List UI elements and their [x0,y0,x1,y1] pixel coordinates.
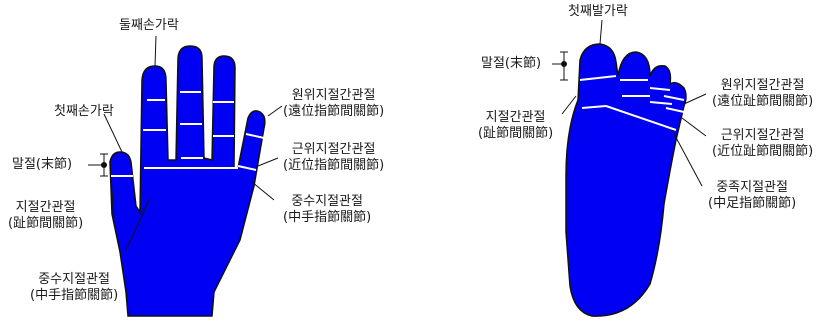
hand-dip-joint-hanja: (遠位指節間關節) [283,104,385,119]
hand-distal-phalanx-label: 말절(末節) [12,157,73,172]
hand-pip-joint-ko: 근위지절간관절 [291,142,376,157]
foot-mtp-joint-ko: 중족지절관절 [716,180,788,195]
foot-distal-phalanx-label: 말절(末節) [481,56,542,71]
hand-mcp-joint-left-hanja: (中手指節關節) [30,288,119,303]
foot-mtp-joint-hanja: (中足指節關節) [708,196,797,211]
foot-pip-joint-ko: 근위지절간관절 [720,128,805,143]
hand-mcp-joint-left-label: 중수지절관절 (中手指節關節) [30,272,118,304]
hand-illustration [109,45,266,317]
foot-silhouette [565,43,687,317]
foot-leader-lines [552,19,707,187]
hand-mcp-joint-left-ko: 중수지절관절 [38,272,110,287]
hand-ip-joint-label: 지절간관절 (趾節間關節) [8,200,83,232]
hand-mcp-joint-right-label: 중수지절관절 (中手指節關節) [283,194,371,226]
hand-leader-lines [88,35,283,251]
hand-silhouette [109,45,266,317]
hand-dip-joint-ko: 원위지절간관절 [291,88,376,103]
hand-pip-joint-label: 근위지절간관절 (近位指節間關節) [283,142,384,174]
hand-second-finger-label: 둘째손가락 [119,18,179,33]
hand-mcp-joint-right-ko: 중수지절관절 [291,194,363,209]
hand-mcp-joint-right-hanja: (中手指節關節) [283,210,372,225]
foot-dip-joint-hanja: (遠位趾節間關節) [712,94,814,109]
hand-joint-lines [111,91,265,177]
hand-thumb-label: 첫째손가락 [54,104,114,119]
foot-dip-joint-ko: 원위지절간관절 [720,78,805,93]
foot-big-toe-label: 첫째발가락 [568,4,628,19]
foot-pip-joint-hanja: (近位趾節間關節) [712,144,814,159]
hand-ip-joint-hanja: (趾節間關節) [8,216,84,231]
hand-ip-joint-ko: 지절간관절 [15,200,76,215]
foot-pip-joint-label: 근위지절간관절 (近位趾節間關節) [712,128,813,160]
foot-joint-lines [579,75,685,131]
foot-ip-joint-ko: 지절간관절 [485,110,546,125]
foot-ip-joint-label: 지절간관절 (趾節間關節) [478,110,553,142]
foot-mtp-joint-label: 중족지절관절 (中足指節關節) [708,180,796,212]
foot-illustration [565,43,687,317]
hand-pip-joint-hanja: (近位指節間關節) [283,158,385,173]
foot-ip-joint-hanja: (趾節間關節) [478,126,554,141]
hand-dip-joint-label: 원위지절간관절 (遠位指節間關節) [283,88,384,120]
foot-dip-joint-label: 원위지절간관절 (遠位趾節間關節) [712,78,813,110]
